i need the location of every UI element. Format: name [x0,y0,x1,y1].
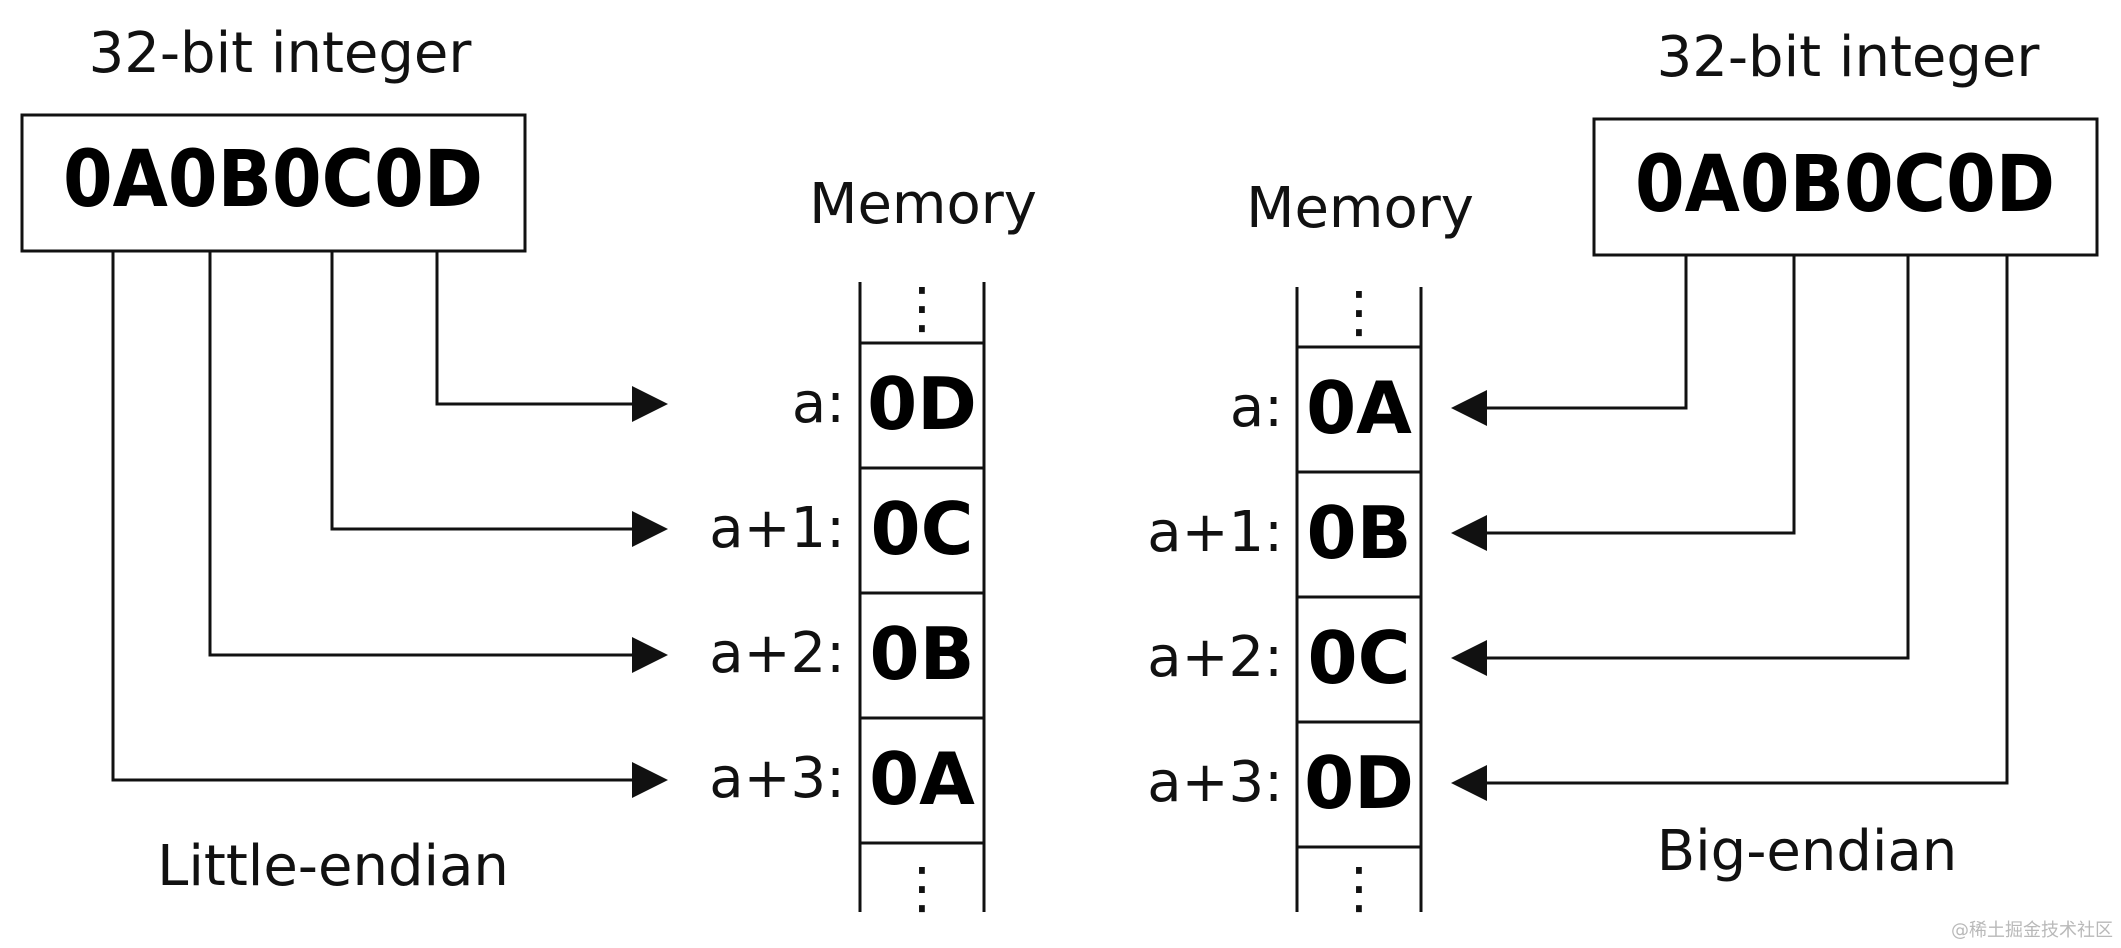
arrowhead-right-0C [632,511,668,547]
memory-ellipsis-bottom: ⋮ [1331,856,1387,921]
memory-address-label: a: [1230,375,1283,440]
memory-cell-byte: 0A [869,737,975,821]
memory-cell-byte: 0C [1308,616,1411,700]
memory-address-label: a+1: [1147,500,1283,565]
memory-ellipsis-top: ⋮ [1331,280,1387,345]
little-endian-memory-label: Memory [809,172,1037,237]
connector-byte-0B [1487,255,1796,535]
little-endian-integer-box [20,113,527,253]
memory-address-label: a: [792,371,845,436]
arrowhead-left-0A [1451,390,1487,426]
arrowhead-right-0B [632,637,668,673]
big-endian-memory-label: Memory [1246,176,1474,241]
arrowhead-right-0D [632,386,668,422]
big-endian-integer-label: 32-bit integer [1657,25,2041,90]
big-endian-panel: 32-bit integer 0A0B0C0D Memory ⋮ ⋮ [1147,25,2099,921]
little-endian-panel: 32-bit integer 0A0B0C0D Memory ⋮ ⋮ [20,21,1037,921]
memory-address-label: a+2: [1147,625,1283,690]
connector-byte-0D [1487,255,2009,785]
arrowhead-left-0B [1451,515,1487,551]
big-endian-connectors [1451,255,2009,801]
big-endian-caption: Big-endian [1657,819,1958,884]
little-endian-integer-value: 0A0B0C0D [63,135,483,225]
memory-cell-byte: 0D [867,362,977,446]
arrowhead-right-0A [632,762,668,798]
little-endian-integer-label: 32-bit integer [89,21,473,86]
memory-address-label: a+1: [709,496,845,561]
connector-byte-0A [1487,255,1688,410]
big-endian-integer-box [1592,117,2099,257]
memory-cell-byte: 0B [870,612,975,696]
connector-byte-0A [111,251,632,782]
memory-cell-byte: 0B [1307,491,1412,575]
little-endian-caption: Little-endian [157,834,509,899]
memory-address-label: a+3: [709,746,845,811]
little-endian-memory-column: ⋮ ⋮ 0D 0C 0B 0A [858,276,986,921]
arrowhead-left-0D [1451,765,1487,801]
watermark: @稀土掘金技术社区 [1951,920,2113,941]
memory-cell-byte: 0A [1306,366,1412,450]
connector-byte-0B [208,251,632,657]
big-endian-integer-value: 0A0B0C0D [1635,140,2055,230]
connector-byte-0C [330,251,632,531]
memory-address-label: a+2: [709,621,845,686]
connector-byte-0D [435,251,632,406]
connector-byte-0C [1487,255,1910,660]
memory-cell-byte: 0D [1304,741,1414,825]
big-endian-memory-column: ⋮ ⋮ 0A 0B 0C 0D [1295,280,1423,921]
arrowhead-left-0C [1451,640,1487,676]
little-endian-connectors [111,251,668,798]
memory-ellipsis-top: ⋮ [894,276,950,341]
memory-cell-byte: 0C [871,487,974,571]
memory-ellipsis-bottom: ⋮ [894,856,950,921]
memory-address-label: a+3: [1147,750,1283,815]
